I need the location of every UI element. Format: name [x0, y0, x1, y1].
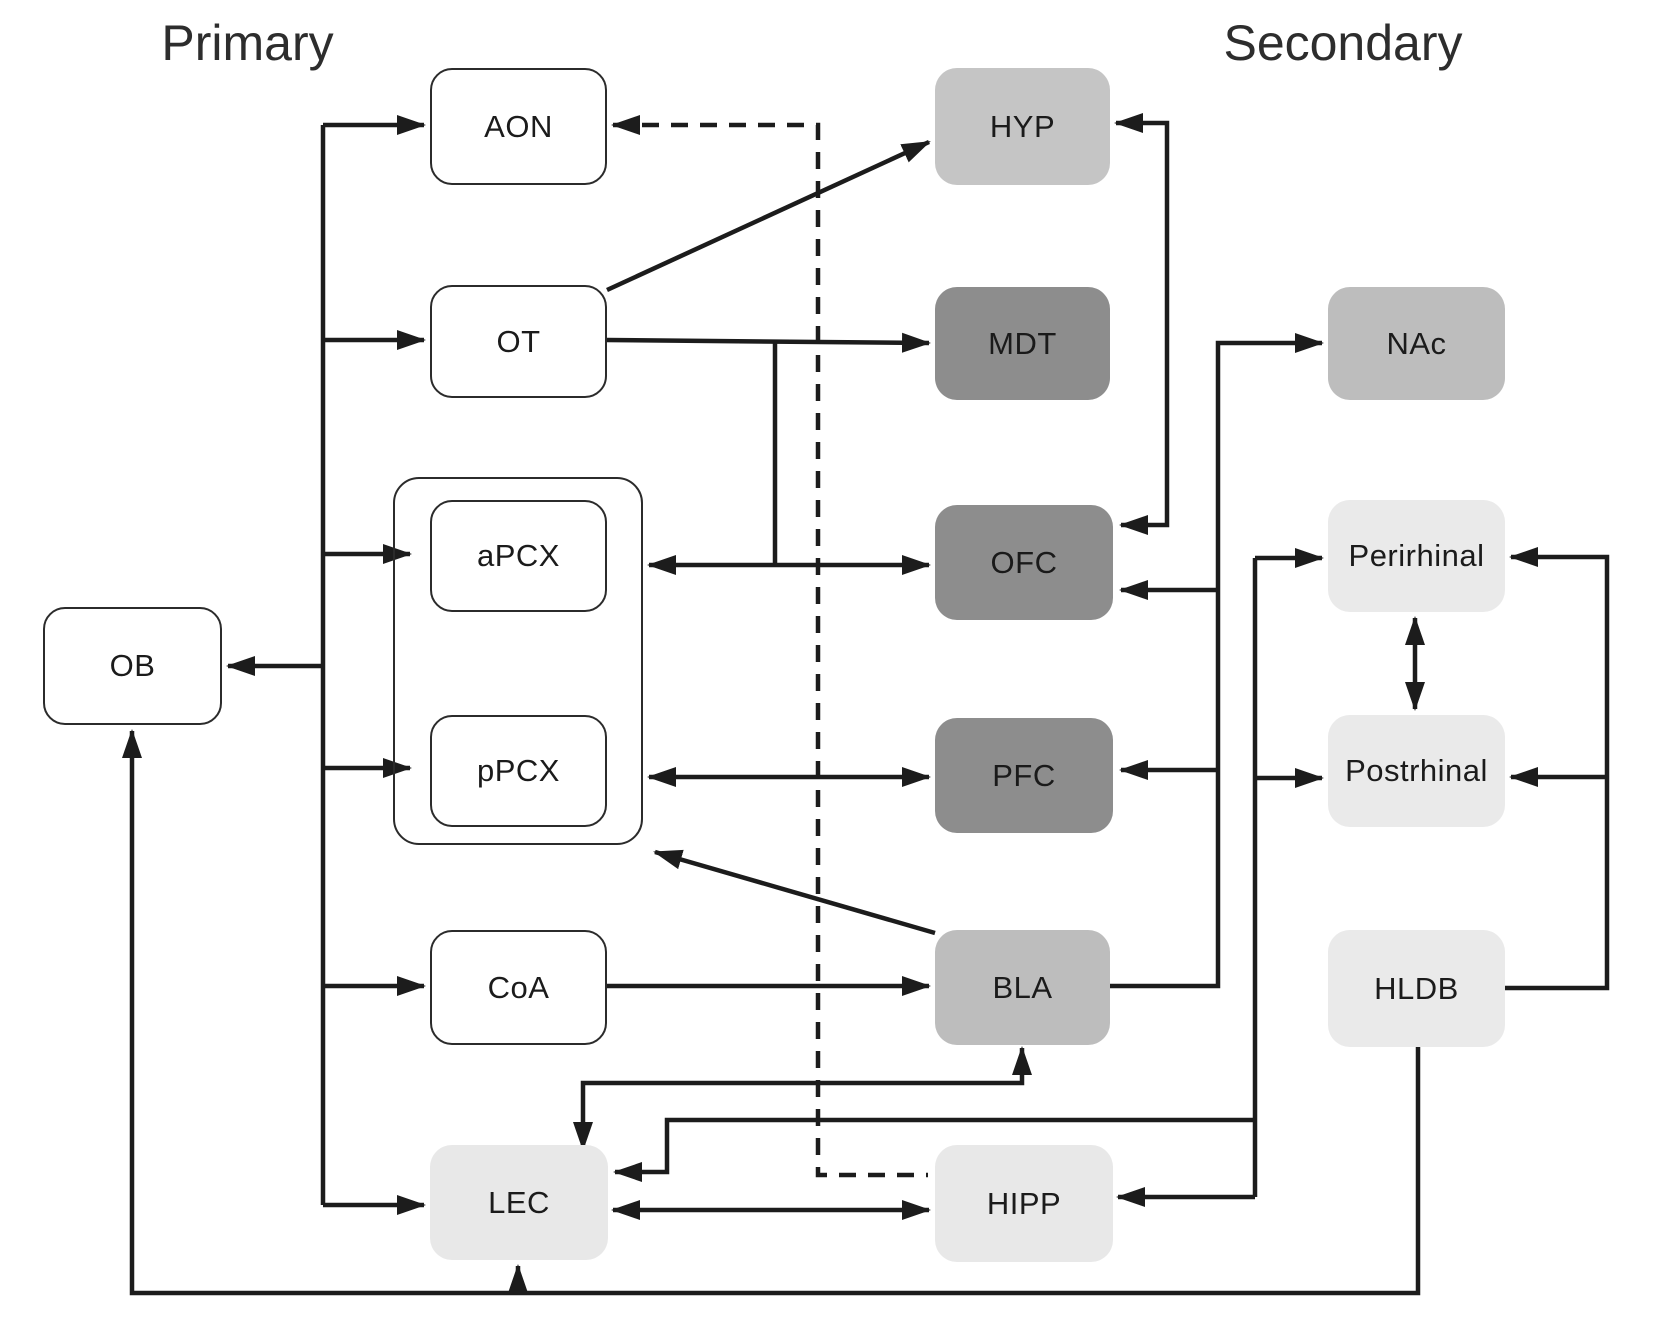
- node-apcx: aPCX: [430, 500, 607, 612]
- node-label-hyp: HYP: [989, 108, 1056, 144]
- node-ppcx: pPCX: [430, 715, 607, 827]
- node-hldb: HLDB: [1328, 930, 1505, 1047]
- edge-medial-to-lec: [613, 1117, 1255, 1182]
- node-aon: AON: [430, 68, 607, 185]
- node-postrhinal: Postrhinal: [1328, 715, 1505, 827]
- node-label-nac: NAc: [1386, 325, 1447, 361]
- node-hyp: HYP: [935, 68, 1110, 185]
- node-label-ofc: OFC: [990, 544, 1058, 580]
- edge-bla-to-pcx-group: [653, 849, 936, 936]
- node-label-ot: OT: [496, 323, 541, 359]
- pcx-group-box: [393, 477, 643, 845]
- edge-lec-bla: [573, 1046, 1032, 1151]
- node-label-postrhinal: Postrhinal: [1345, 753, 1488, 788]
- node-ot: OT: [430, 285, 607, 398]
- node-perirhinal: Perirhinal: [1328, 500, 1505, 612]
- node-label-ppcx: pPCX: [477, 753, 560, 788]
- node-label-lec: LEC: [488, 1184, 550, 1220]
- node-hipp: HIPP: [935, 1145, 1113, 1262]
- title-primary: Primary: [161, 15, 334, 71]
- node-label-mdt: MDT: [988, 325, 1057, 361]
- node-pfc: PFC: [935, 718, 1113, 833]
- edge-hldb-to-peri: [1505, 547, 1610, 991]
- edge-hldb-feedback: [122, 729, 1421, 1296]
- node-label-perirhinal: Perirhinal: [1348, 538, 1485, 573]
- node-label-apcx: aPCX: [477, 538, 560, 573]
- node-coa: CoA: [430, 930, 607, 1045]
- node-label-hldb: HLDB: [1374, 970, 1459, 1006]
- node-label-aon: AON: [484, 108, 553, 144]
- edge-bla-trunk-to-nac: [1110, 333, 1324, 989]
- node-label-hipp: HIPP: [986, 1185, 1062, 1221]
- edge-ot-to-hyp: [606, 139, 931, 293]
- edge-hipp-to-aon-dashed: [611, 115, 928, 1178]
- node-label-bla: BLA: [992, 969, 1053, 1005]
- edge-hyp-ofc-bracket: [1114, 113, 1170, 535]
- node-ob: OB: [43, 607, 222, 725]
- node-bla: BLA: [935, 930, 1110, 1045]
- node-nac: NAc: [1328, 287, 1505, 400]
- node-label-pfc: PFC: [992, 757, 1056, 793]
- node-label-ob: OB: [109, 648, 156, 683]
- node-lec: LEC: [430, 1145, 608, 1260]
- node-mdt: MDT: [935, 287, 1110, 400]
- node-ofc: OFC: [935, 505, 1113, 620]
- edge-ot-to-mdt: [606, 332, 931, 353]
- node-label-coa: CoA: [487, 969, 550, 1005]
- title-secondary: Secondary: [1223, 15, 1463, 71]
